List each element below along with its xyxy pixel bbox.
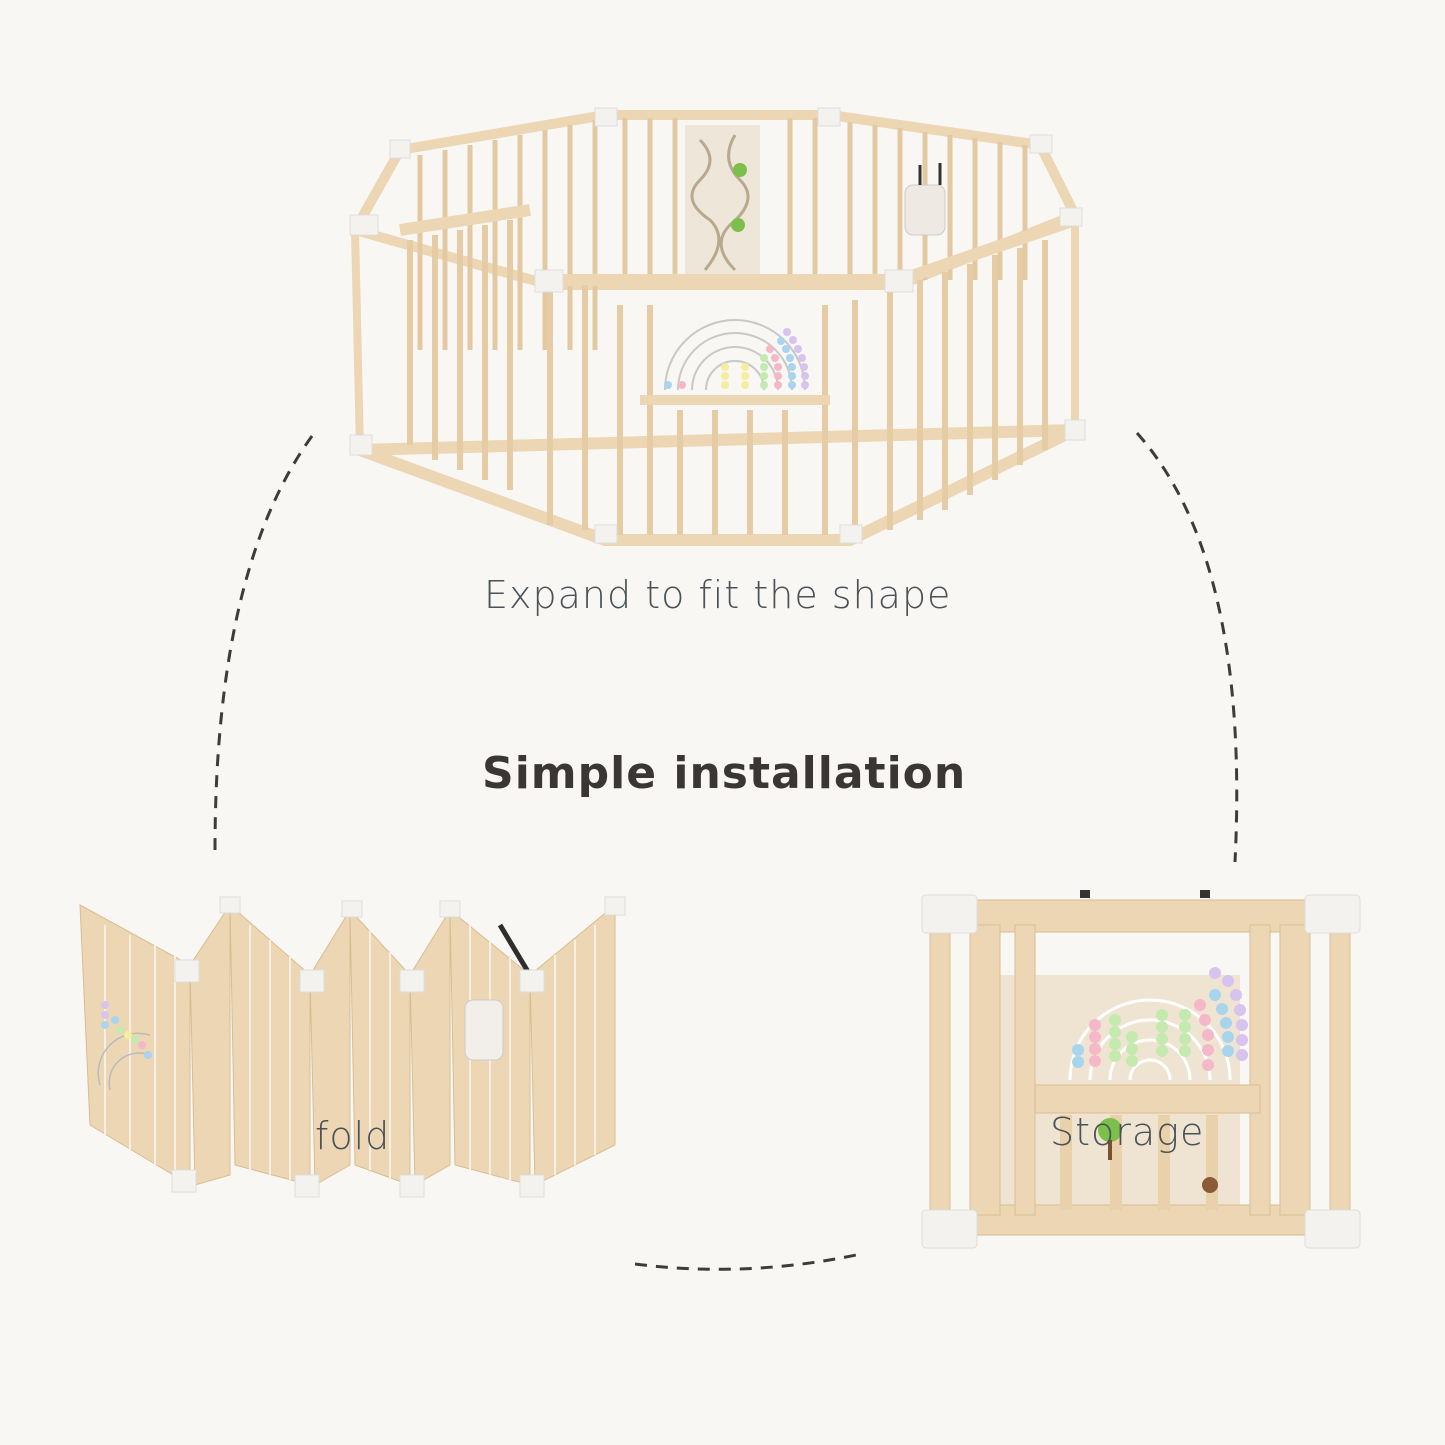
mesh-basket <box>904 184 946 236</box>
caption-storage: Storage <box>1050 1110 1205 1154</box>
storage-playpen-image <box>920 890 1361 1250</box>
caption-fold: fold <box>315 1114 391 1158</box>
infographic-title: Simple installation <box>482 748 967 799</box>
octagon-playpen-image <box>349 107 1086 546</box>
caption-expand: Expand to fit the shape <box>484 573 952 617</box>
folded-playpen-image <box>79 896 626 1198</box>
